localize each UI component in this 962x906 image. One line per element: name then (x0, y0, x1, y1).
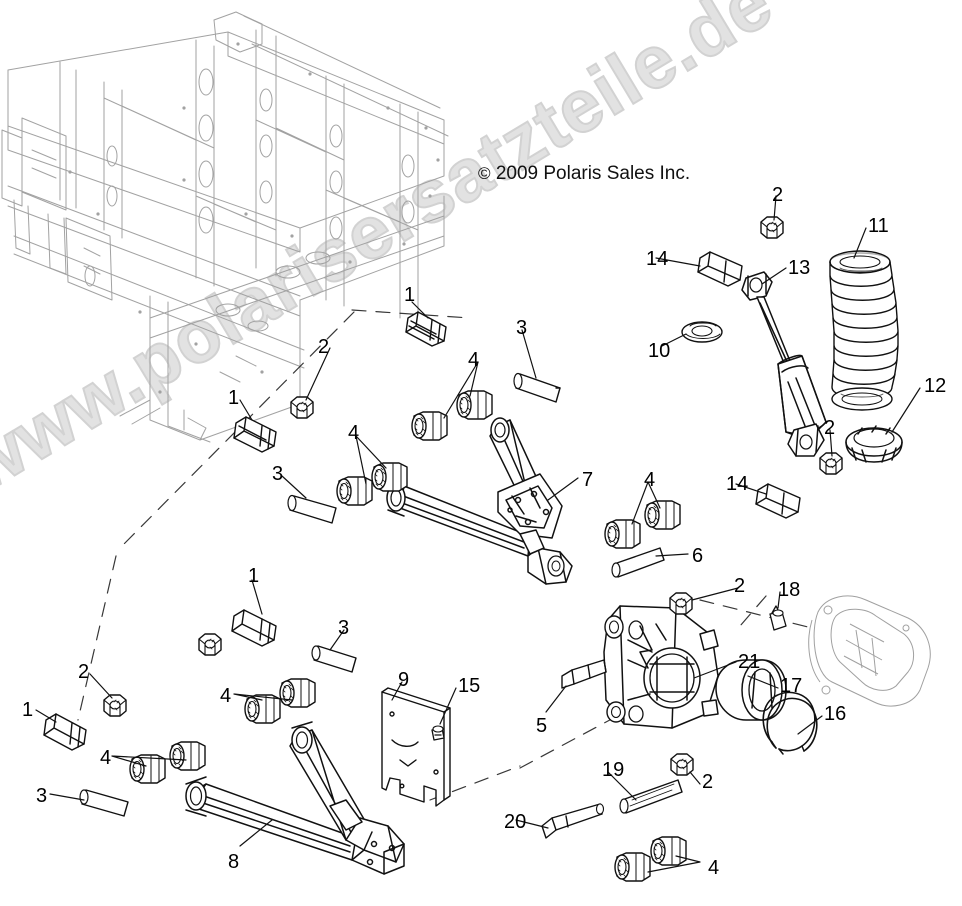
callout-3-pivot-sleeve: 3 (36, 785, 48, 807)
callout-4-bushing: 4 (708, 857, 720, 879)
callout-3-pivot-sleeve: 3 (338, 617, 350, 639)
callout-1-flange-bolt: 1 (228, 387, 240, 409)
callout-1-flange-bolt: 1 (22, 699, 34, 721)
callout-2-flange-nut: 2 (702, 771, 714, 793)
callout-21-hub-carrier: 21 (738, 651, 761, 673)
callout-8-lower-control-arm: 8 (228, 851, 240, 873)
callout-4-bushing: 4 (100, 747, 112, 769)
callout-2-flange-nut: 2 (318, 336, 330, 358)
callout-2-flange-nut: 2 (734, 575, 746, 597)
callout-2-flange-nut: 2 (824, 417, 836, 439)
callout-4-bushing: 4 (468, 349, 480, 371)
copyright-symbol: © (478, 164, 491, 183)
callout-18-caliper-bolt: 18 (778, 579, 801, 601)
callout-14-hex-bolt: 14 (646, 248, 669, 270)
copyright-notice: © 2009 Polaris Sales Inc. (478, 163, 690, 185)
callout-4-bushing: 4 (220, 685, 232, 707)
callout-3-pivot-sleeve: 3 (272, 463, 284, 485)
callout-3-pivot-sleeve: 3 (516, 317, 528, 339)
callout-13-shock-absorber: 13 (788, 257, 811, 279)
callout-20-long-bolt: 20 (504, 811, 527, 833)
callout-1-flange-bolt: 1 (404, 284, 416, 306)
callout-11-coil-spring: 11 (868, 215, 889, 237)
callout-7-upper-control-arm: 7 (582, 469, 594, 491)
callout-5-hex-bolt: 5 (536, 715, 548, 737)
callout-2-flange-nut: 2 (78, 661, 90, 683)
copyright-text: 2009 Polaris Sales Inc. (495, 163, 691, 184)
callout-6-pivot-sleeve-short: 6 (692, 545, 704, 567)
callout-17-wheel-bearing: 17 (780, 675, 803, 697)
callout-12-spring-retainer: 12 (924, 375, 947, 397)
callout-1-flange-bolt: 1 (248, 565, 260, 587)
callout-9-mud-guard-plate: 9 (398, 669, 410, 691)
callout-19-pivot-sleeve: 19 (602, 759, 625, 781)
callout-15-rivet: 15 (458, 675, 481, 697)
callout-2-flange-nut: 2 (772, 184, 784, 206)
callout-14-hex-bolt: 14 (726, 473, 749, 495)
callout-16-snap-ring: 16 (824, 703, 847, 725)
callout-4-bushing: 4 (644, 469, 656, 491)
callout-4-bushing: 4 (348, 422, 360, 444)
callout-10-spring-washer: 10 (648, 340, 671, 362)
